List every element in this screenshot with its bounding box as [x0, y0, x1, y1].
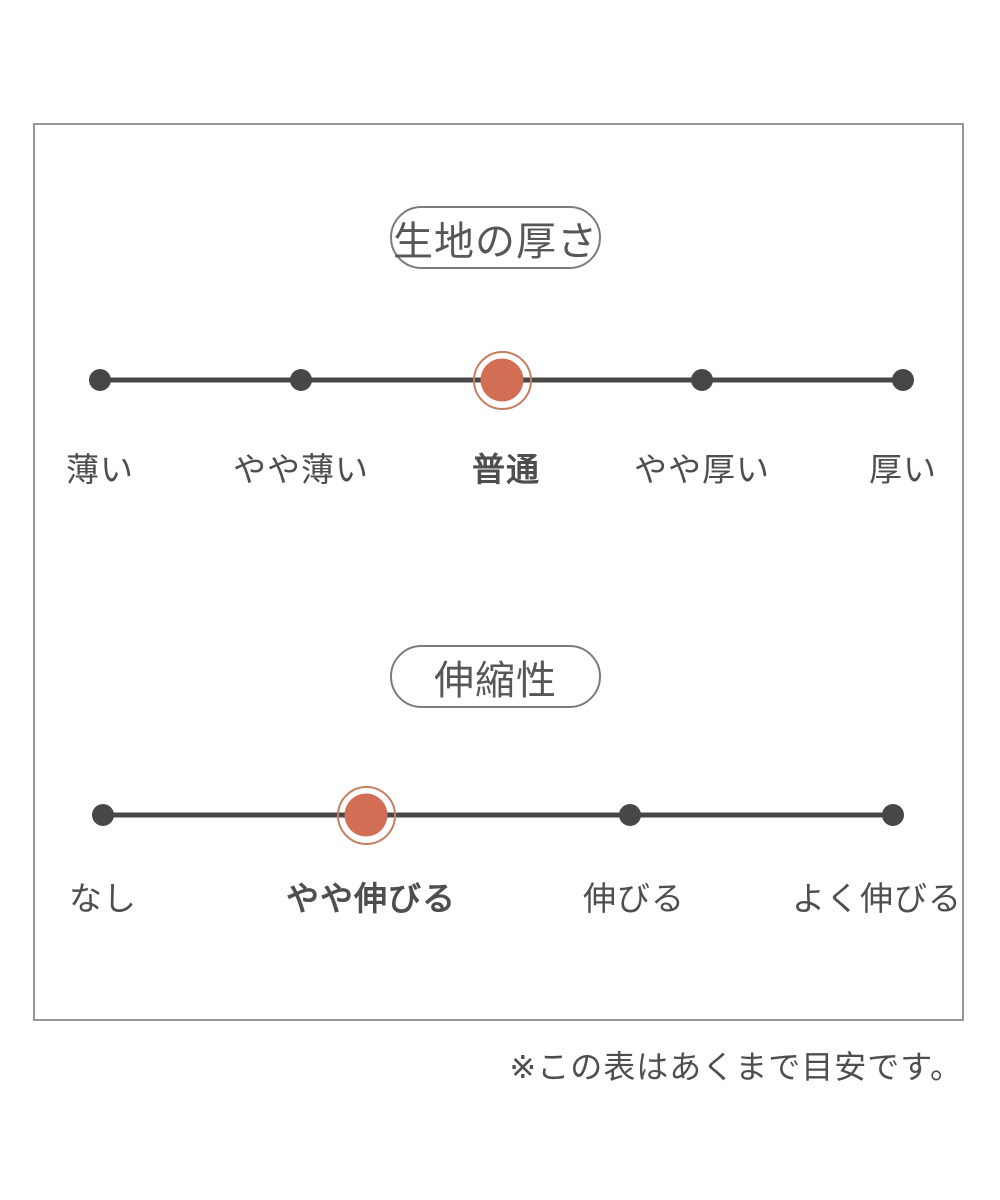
thickness-label-slightly-thin: やや薄い: [233, 451, 369, 488]
thickness-dot-thin: [89, 369, 111, 391]
stretch-scale-line: [103, 812, 893, 818]
stretch-label-very-stretchy: よく伸びる: [792, 880, 962, 917]
thickness-title: 生地の厚さ: [393, 219, 598, 264]
stretch-label-none: なし: [69, 880, 137, 917]
guide-border-box: [33, 123, 964, 1021]
thickness-title-pill: 生地の厚さ: [390, 206, 601, 269]
stretch-dot-slight-selected: [336, 785, 396, 845]
thickness-dot-normal-selected: [472, 350, 532, 410]
thickness-label-thick: 厚い: [869, 451, 937, 488]
stretch-dot-none: [92, 804, 114, 826]
stretch-title: 伸縮性: [434, 658, 557, 703]
selected-dot-ring: [472, 350, 532, 410]
stretch-title-pill: 伸縮性: [390, 645, 601, 708]
guide-footnote: ※この表はあくまで目安です。: [509, 1049, 963, 1085]
stretch-dot-very-stretchy: [882, 804, 904, 826]
thickness-dot-thick: [892, 369, 914, 391]
thickness-dot-slightly-thin: [290, 369, 312, 391]
thickness-label-slightly-thick: やや厚い: [634, 451, 770, 488]
thickness-dot-slightly-thick: [691, 369, 713, 391]
thickness-label-thin: 薄い: [66, 451, 134, 488]
stretch-label-slight-selected: やや伸びる: [286, 880, 456, 917]
thickness-label-normal-selected: 普通: [472, 451, 540, 488]
stretch-dot-stretches: [619, 804, 641, 826]
selected-dot-ring: [336, 785, 396, 845]
stretch-label-stretches: 伸びる: [583, 880, 685, 917]
